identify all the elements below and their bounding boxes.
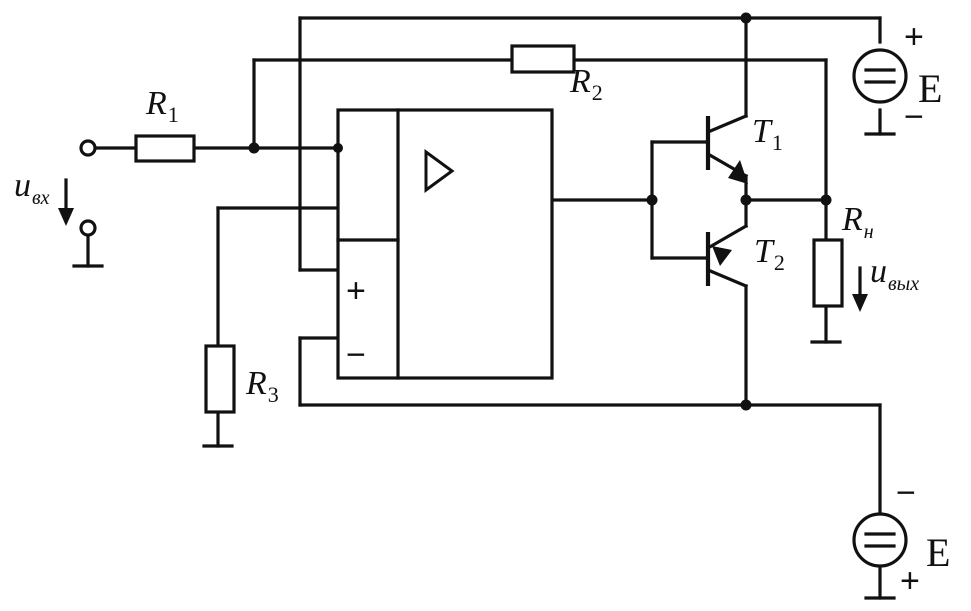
label-r3: R3 — [245, 365, 279, 407]
t1-emitter-arrow-icon — [728, 160, 748, 184]
supply-top — [852, 48, 908, 104]
resistor-rn — [812, 238, 844, 308]
resistor-r1 — [134, 134, 196, 163]
label-t1: T1 — [752, 113, 783, 155]
label-u-in: uвх — [14, 167, 50, 209]
resistor-r2 — [510, 44, 576, 74]
op-amp-minus-sign: − — [346, 336, 366, 374]
transistor-t2 — [705, 223, 749, 289]
input-terminal-top — [79, 139, 97, 157]
supply-top-plus: + — [904, 18, 924, 56]
supply-bottom — [852, 512, 908, 568]
output-voltage-arrow — [852, 266, 868, 312]
supply-top-label: E — [918, 66, 942, 111]
input-terminal-bottom — [79, 219, 97, 237]
junctions — [248, 12, 832, 411]
label-rn: Rн — [841, 201, 874, 243]
resistor-r3 — [204, 344, 236, 414]
wires — [72, 16, 896, 600]
supply-bottom-plus: + — [900, 562, 920, 600]
input-voltage-arrow — [58, 178, 74, 226]
supply-bottom-label: E — [926, 530, 950, 575]
op-amp — [336, 108, 554, 380]
t2-emitter-arrow-icon — [712, 246, 732, 266]
op-amp-triangle-icon — [424, 149, 455, 193]
label-t2: T2 — [754, 233, 785, 275]
label-r2: R2 — [569, 63, 603, 105]
supply-top-minus: − — [904, 98, 924, 136]
label-r1: R1 — [145, 85, 179, 127]
op-amp-plus-sign: + — [346, 272, 366, 310]
supply-bottom-minus: − — [896, 474, 916, 512]
label-u-out: uвых — [870, 253, 919, 295]
transistor-t1 — [705, 113, 749, 184]
